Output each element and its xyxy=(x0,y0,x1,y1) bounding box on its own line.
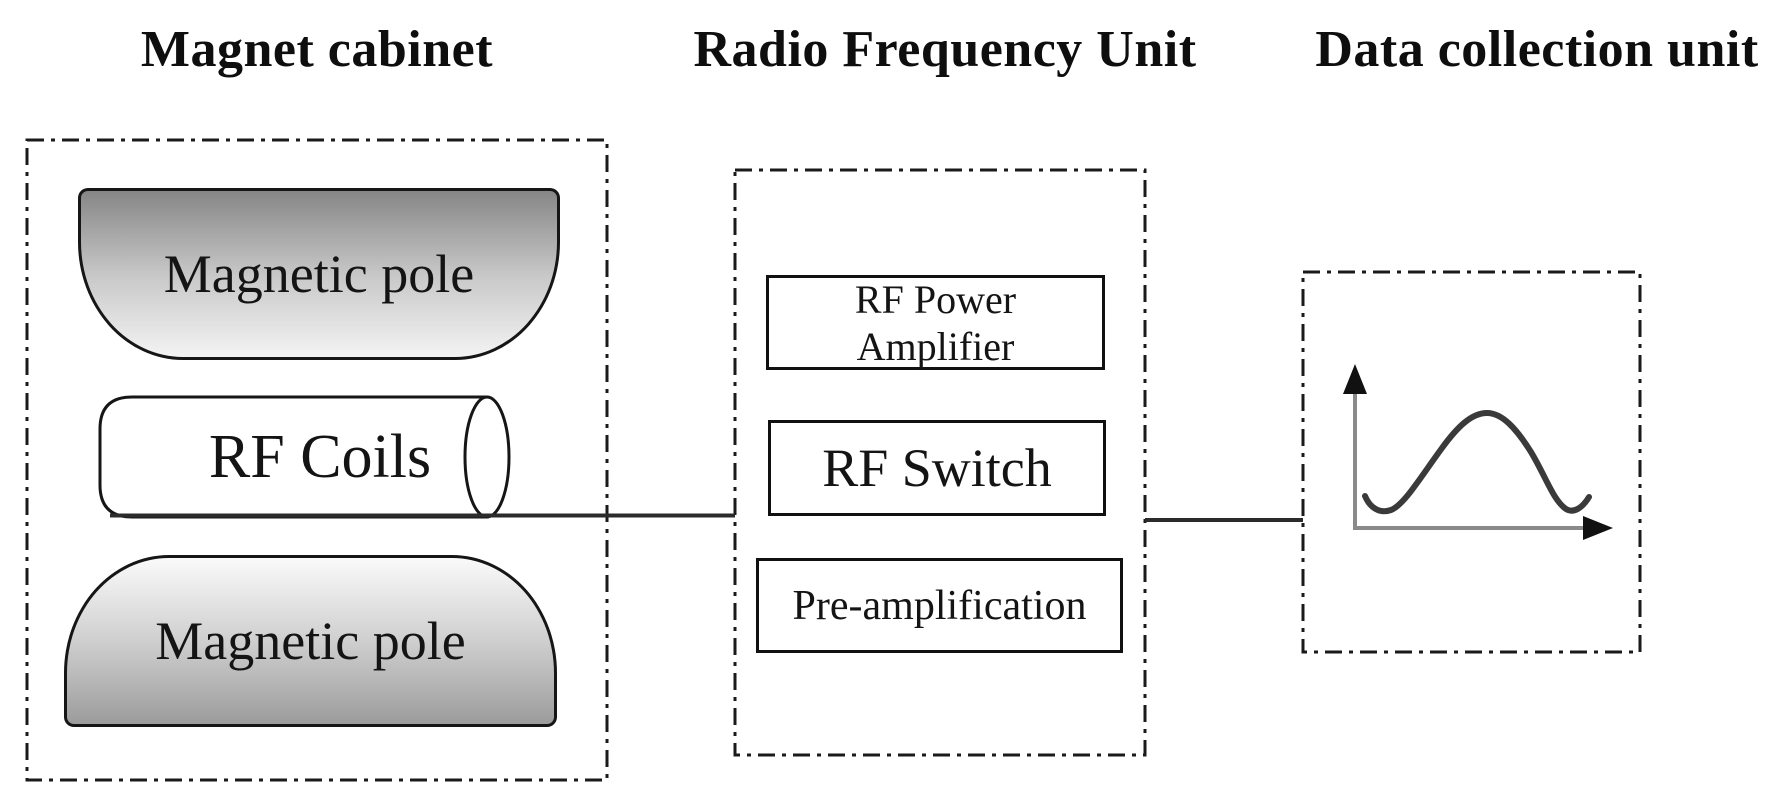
signal-plot-icon xyxy=(1343,364,1613,540)
pre-amplification-box: Pre-amplification xyxy=(756,558,1123,653)
rf-power-amplifier-label-line1: RF Power xyxy=(854,276,1017,322)
rf-switch-label: RF Switch xyxy=(822,438,1052,498)
rf-power-amplifier-label-line2: Amplifier xyxy=(856,323,1015,369)
lower-magnetic-pole: Magnetic pole xyxy=(64,555,557,727)
signal-curve xyxy=(1362,409,1592,515)
data-unit-title: Data collection unit xyxy=(1315,21,1759,78)
rf-power-amplifier-box: RF Power Amplifier xyxy=(766,275,1105,370)
pre-amplification-label: Pre-amplification xyxy=(792,582,1087,629)
lower-magnetic-pole-label: Magnetic pole xyxy=(155,611,466,671)
magnet-cabinet-border xyxy=(25,138,609,782)
upper-magnetic-pole-label: Magnetic pole xyxy=(163,244,475,304)
y-axis-arrow-icon xyxy=(1343,364,1367,394)
magnet-cabinet-title: Magnet cabinet xyxy=(140,21,494,78)
rf-unit-border xyxy=(733,168,1147,757)
rf-switch-box: RF Switch xyxy=(768,420,1106,516)
x-axis-arrow-icon xyxy=(1583,516,1613,540)
rf-coils-label: RF Coils xyxy=(208,423,432,491)
data-unit-border xyxy=(1301,270,1642,654)
rf-unit-title: Radio Frequency Unit xyxy=(693,21,1197,78)
upper-magnetic-pole: Magnetic pole xyxy=(78,188,560,360)
